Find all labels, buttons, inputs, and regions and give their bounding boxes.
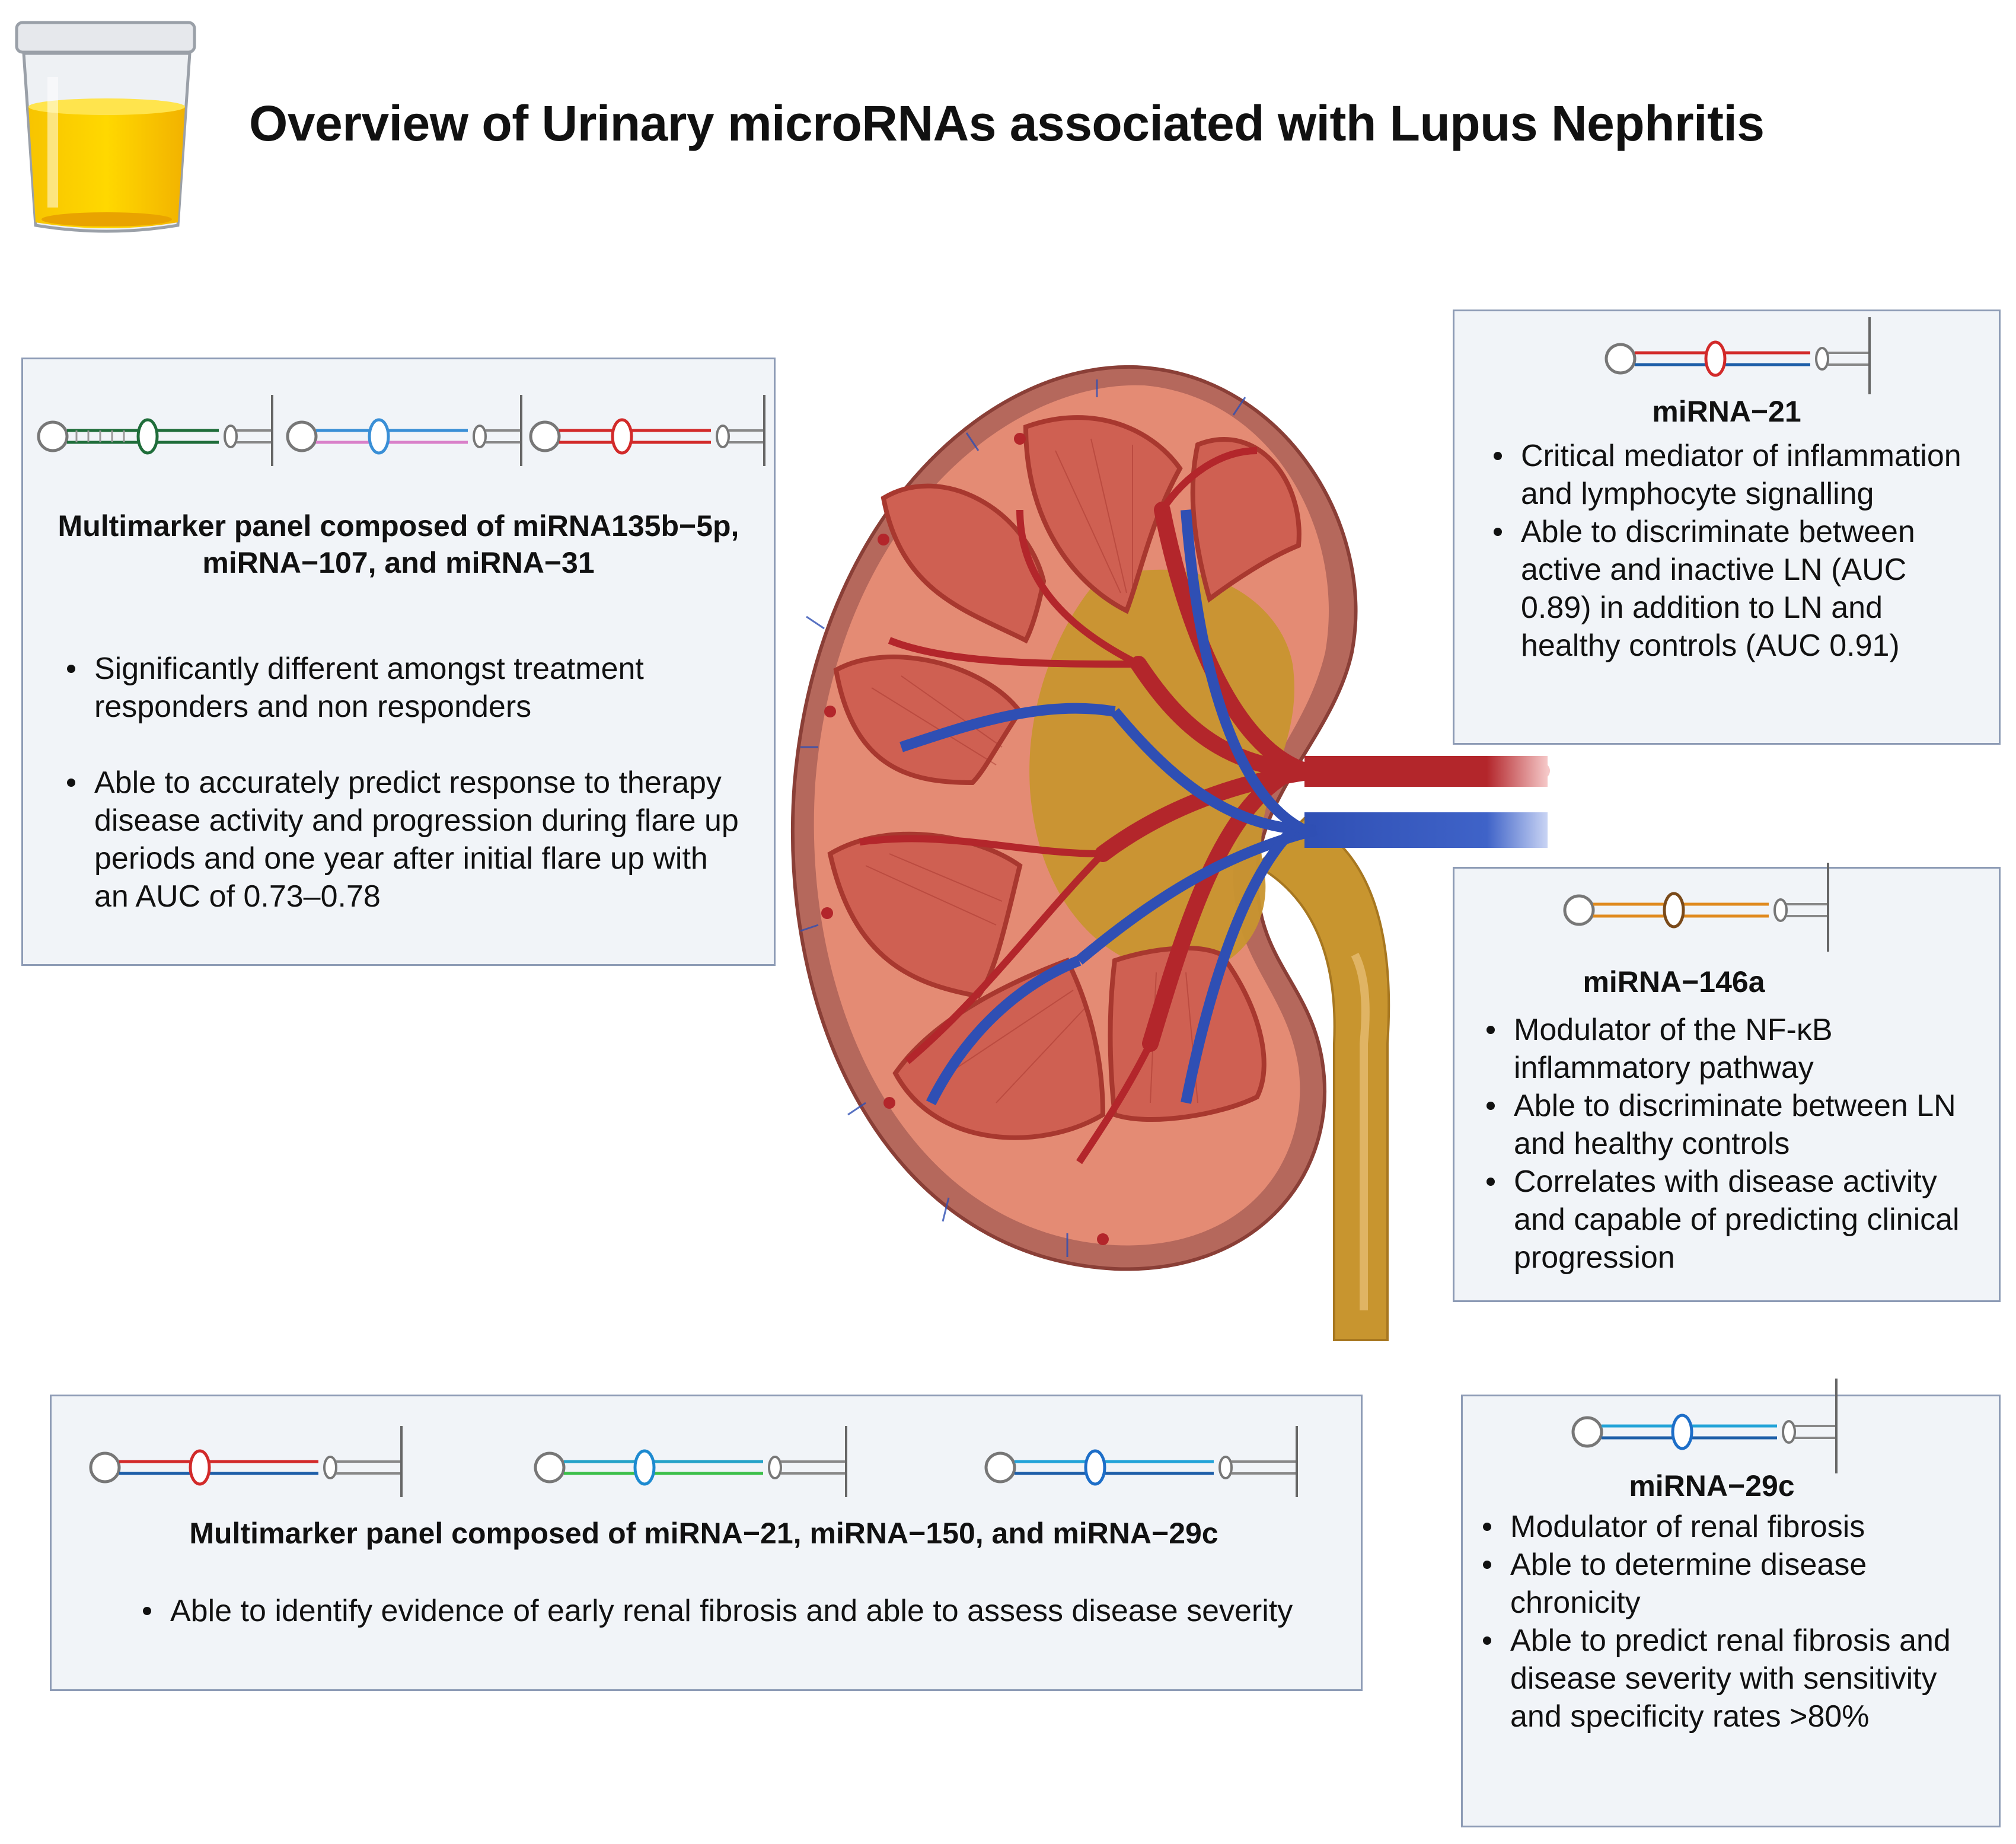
bullet-list: Able to identify evidence of early renal… <box>135 1592 1320 1630</box>
mirna-hairpin-icon <box>1563 863 1829 952</box>
panel-mirna-21: miRNA−21 Critical mediator of inflammati… <box>1453 310 2001 745</box>
bullet-list: Modulator of the NF-κB inflammatory path… <box>1478 1011 1994 1277</box>
mirna-hairpin-icon <box>529 395 765 466</box>
list-item: Modulator of the NF-κB inflammatory path… <box>1478 1011 1994 1087</box>
list-item: Able to determine disease chronicity <box>1475 1546 1991 1622</box>
panel-mirna-29c: miRNA−29c Modulator of renal fibrosis Ab… <box>1461 1379 2001 1827</box>
mirna-hairpin-icon <box>37 395 273 466</box>
page-title: Overview of Urinary microRNAs associated… <box>249 95 1765 151</box>
panel-multimarker-21-150-29c: Multimarker panel composed of miRNA−21, … <box>50 1395 1363 1691</box>
bullet-list: Critical mediator of inflammation and ly… <box>1485 437 1983 665</box>
mirna-hairpin-icon <box>534 1426 847 1497</box>
list-item: Significantly different amongst treatmen… <box>59 650 741 726</box>
bullet-list: Modulator of renal fibrosis Able to dete… <box>1475 1508 1991 1735</box>
panel-mirna-146a: miRNA−146a Modulator of the NF-κB inflam… <box>1453 863 2001 1302</box>
panel-header: Multimarker panel composed of miRNA−21, … <box>189 1517 1218 1550</box>
mirna-hairpin-icon <box>286 395 522 466</box>
mirna-hairpin-icon <box>1571 1379 1838 1473</box>
panel-header: miRNA−21 <box>1652 395 1801 428</box>
list-item: Able to predict renal fibrosis and disea… <box>1475 1622 1991 1735</box>
panel-header: miRNA−29c <box>1629 1469 1795 1502</box>
bullet-list: Significantly different amongst treatmen… <box>59 650 741 915</box>
panel-header: miRNA−146a <box>1583 965 1765 998</box>
mirna-hairpin-icon <box>1604 317 1871 394</box>
list-item: Correlates with disease activity and cap… <box>1478 1163 1994 1277</box>
panel-multimarker-135b: Multimarker panel composed of miRNA135b−… <box>21 358 776 966</box>
urine-cup-icon <box>15 21 196 233</box>
panel-header: Multimarker panel composed of miRNA135b−… <box>58 509 739 579</box>
list-item: Modulator of renal fibrosis <box>1475 1508 1991 1546</box>
list-item: Able to accurately predict response to t… <box>59 764 741 915</box>
list-item: Able to discriminate between active and … <box>1485 513 1983 665</box>
kidney-illustration <box>791 365 1550 1341</box>
list-item: Critical mediator of inflammation and ly… <box>1485 437 1983 513</box>
mirna-hairpin-icon <box>984 1426 1298 1497</box>
mirna-hairpin-icon <box>89 1426 403 1497</box>
list-item: Able to discriminate between LN and heal… <box>1478 1087 1994 1163</box>
list-item: Able to identify evidence of early renal… <box>135 1592 1320 1630</box>
